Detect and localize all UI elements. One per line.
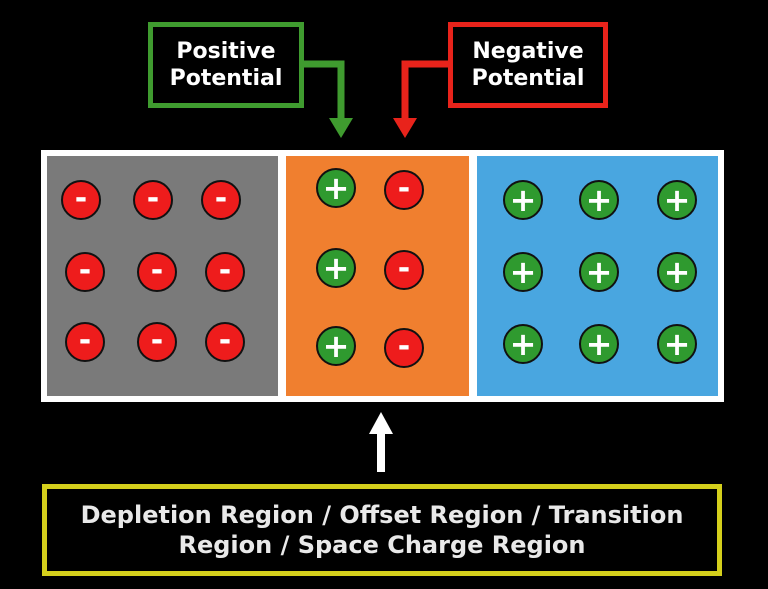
positive-charge-icon: + (657, 180, 697, 220)
negative-charge-icon: - (137, 322, 177, 362)
negative-potential-line-1: Negative (472, 38, 584, 64)
positive-charge-icon: + (503, 324, 543, 364)
negative-charge-icon: - (205, 252, 245, 292)
depletion-region-label: Depletion Region / Offset Region / Trans… (42, 484, 722, 576)
positive-potential-label: Positive Potential (148, 22, 304, 108)
negative-charge-icon: - (65, 252, 105, 292)
positive-charge-icon: + (579, 252, 619, 292)
negative-charge-icon: - (384, 250, 424, 290)
negative-charge-icon: - (133, 180, 173, 220)
positive-potential-line-2: Potential (169, 66, 283, 91)
positive-charge-icon: + (579, 324, 619, 364)
positive-charge-icon: + (503, 180, 543, 220)
positive-potential-line-1: Positive (176, 38, 276, 64)
negative-charge-icon: - (201, 180, 241, 220)
negative-charge-icon: - (61, 180, 101, 220)
positive-charge-icon: + (657, 252, 697, 292)
negative-charge-icon: - (384, 328, 424, 368)
negative-charge-icon: - (384, 170, 424, 210)
p-region: --------- (47, 156, 278, 396)
positive-charge-icon: + (657, 324, 697, 364)
positive-charge-icon: + (316, 326, 356, 366)
positive-charge-icon: + (316, 168, 356, 208)
depletion-region-label-line-1: Depletion Region / Offset Region / Trans… (80, 501, 684, 529)
positive-charge-icon: + (316, 248, 356, 288)
positive-potential-arrow (304, 60, 353, 138)
positive-charge-icon: + (579, 180, 619, 220)
negative-charge-icon: - (205, 322, 245, 362)
n-region: + + + + + + + + + (477, 156, 718, 396)
pn-junction-diagram: --------- +-+-+- +++++++++ (41, 150, 724, 402)
negative-charge-icon: - (137, 252, 177, 292)
depletion-region: +-+-+- (286, 156, 469, 396)
depletion-region-arrow (369, 412, 393, 472)
negative-potential-line-2: Potential (471, 66, 585, 91)
negative-potential-arrow (393, 60, 448, 138)
negative-charge-icon: - (65, 322, 105, 362)
negative-potential-label: Negative Potential (448, 22, 608, 108)
depletion-region-label-line-2: Region / Space Charge Region (178, 531, 586, 559)
positive-charge-icon: + (503, 252, 543, 292)
